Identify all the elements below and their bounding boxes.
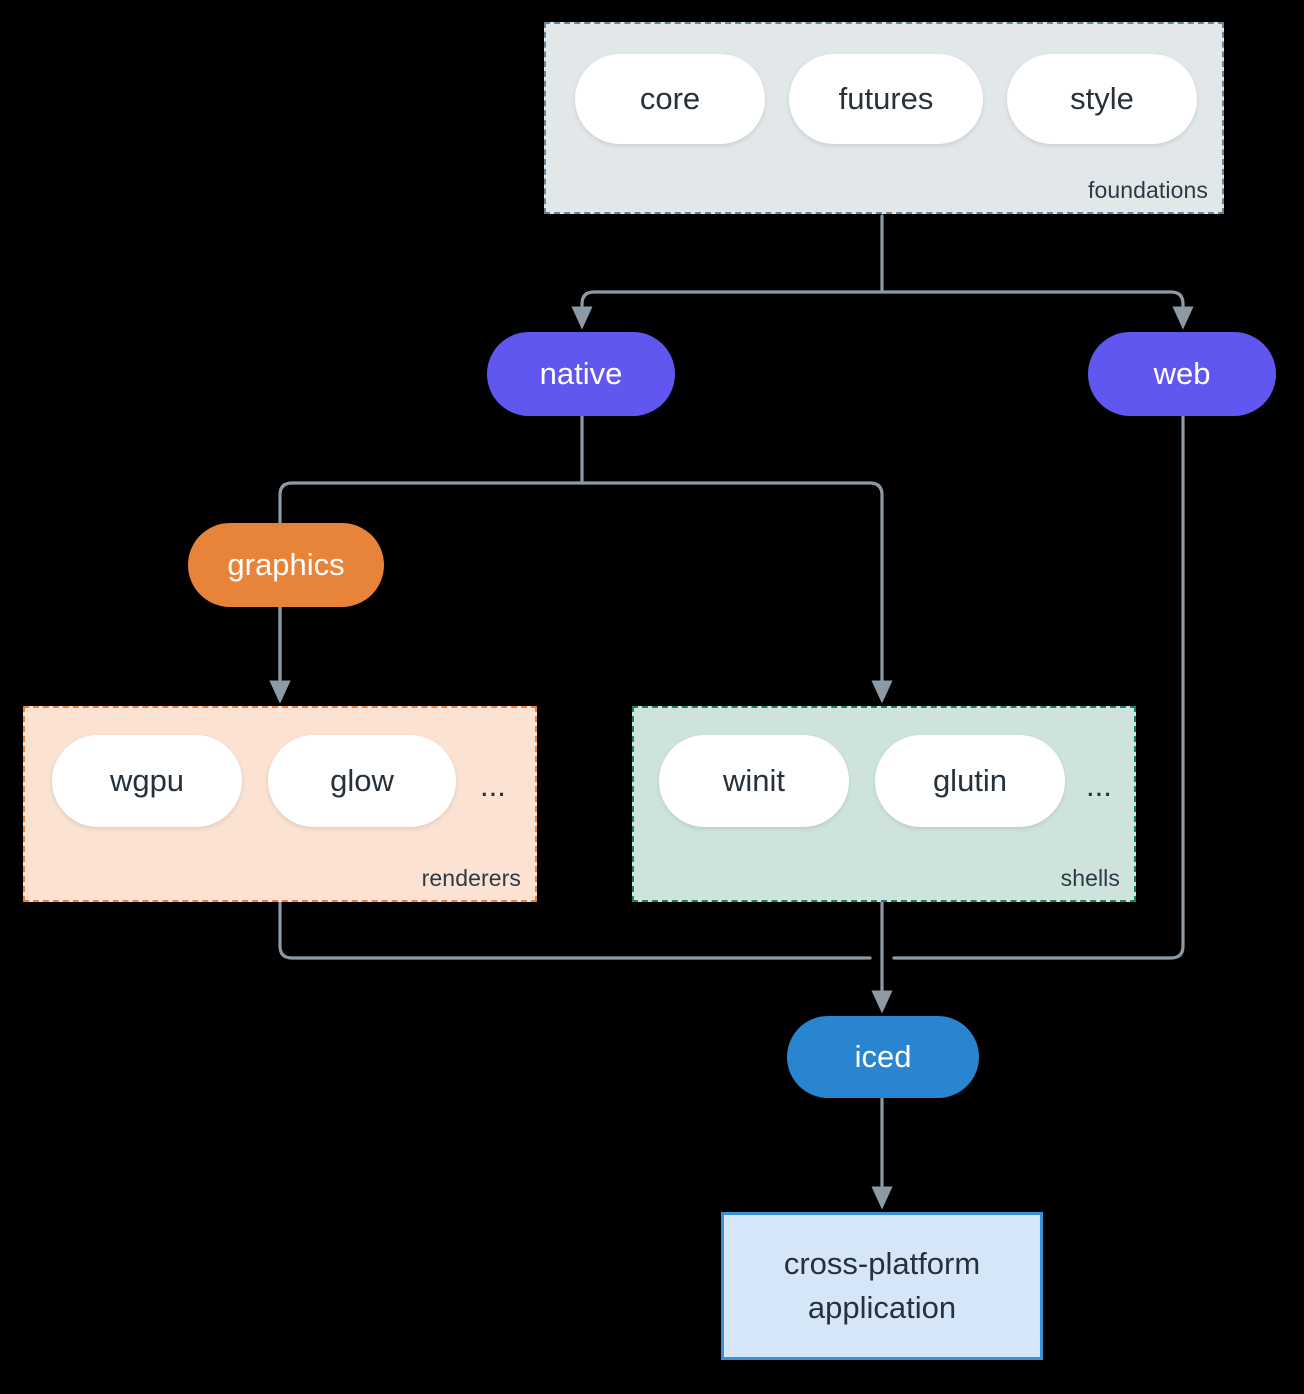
renderers-ellipsis: ...	[480, 768, 506, 803]
edge-foundations-to-web	[880, 290, 1194, 330]
chip-winit[interactable]: winit	[659, 735, 849, 827]
chip-glow[interactable]: glow	[268, 735, 456, 827]
application-line-2: application	[807, 1290, 957, 1325]
group-foundations: core futures style foundations	[544, 22, 1224, 214]
chip-core[interactable]: core	[575, 54, 765, 144]
chip-style[interactable]: style	[1007, 54, 1197, 144]
node-iced[interactable]: iced	[787, 1016, 979, 1098]
application-line-1: cross-platform	[783, 1245, 981, 1281]
node-application[interactable]: cross-platform application	[721, 1212, 1043, 1360]
node-native[interactable]: native	[487, 332, 675, 416]
chip-futures[interactable]: futures	[789, 54, 983, 144]
group-renderers: wgpu glow ... renderers	[23, 706, 537, 902]
edge-foundations-to-native	[571, 290, 884, 330]
group-label-shells: shells	[1060, 865, 1120, 891]
chip-glutin[interactable]: glutin	[875, 735, 1065, 827]
edge-native-to-shells	[580, 481, 893, 704]
group-label-renderers: renderers	[421, 865, 521, 891]
edge-renderers-to-iced	[278, 900, 872, 960]
node-graphics[interactable]: graphics	[188, 523, 384, 607]
group-label-foundations: foundations	[1087, 177, 1208, 203]
group-shells: winit glutin ... shells	[632, 706, 1136, 902]
shells-ellipsis: ...	[1086, 768, 1112, 803]
chip-wgpu[interactable]: wgpu	[52, 735, 242, 827]
node-web[interactable]: web	[1088, 332, 1276, 416]
